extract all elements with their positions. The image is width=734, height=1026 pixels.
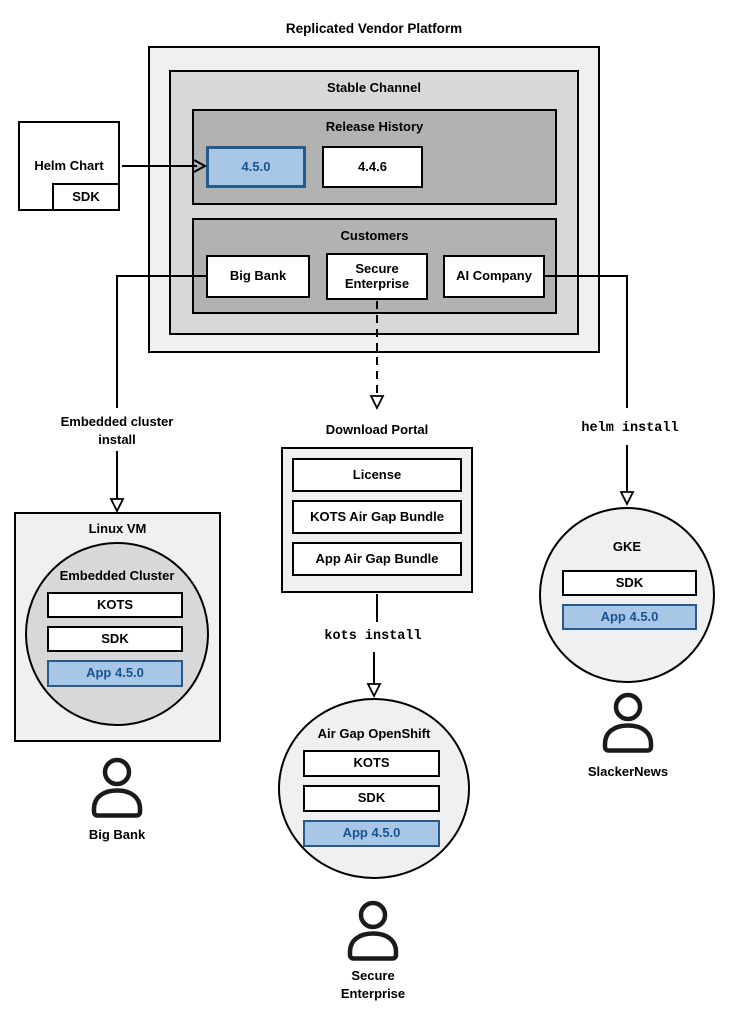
helm-chart-sdk-box: SDK	[52, 183, 120, 211]
portal-item-kots-airgap-bundle: KOTS Air Gap Bundle	[292, 500, 462, 534]
linux-vm-kots-box: KOTS	[47, 592, 183, 618]
embedded-install-label: Embedded cluster install	[42, 413, 192, 449]
portal-item-license: License	[292, 458, 462, 492]
person-icon	[602, 692, 654, 753]
linux-vm-label: Linux VM	[88, 521, 147, 536]
embedded-install-line2: install	[98, 432, 136, 448]
customers-label: Customers	[340, 228, 409, 243]
slackernews-user-icon	[600, 692, 656, 759]
slackernews-user-label: SlackerNews	[587, 764, 669, 779]
portal-item-app-airgap-bundle: App Air Gap Bundle	[292, 542, 462, 576]
release-box-previous: 4.4.6	[322, 146, 423, 188]
linux-vm-sdk-box: SDK	[47, 626, 183, 652]
secure-enterprise-user-icon	[345, 900, 401, 967]
arrowhead-helm-install	[619, 491, 635, 507]
release-box-current: 4.5.0	[206, 146, 306, 188]
arrowhead-kots-install	[366, 683, 382, 699]
openshift-sdk-box: SDK	[303, 785, 440, 812]
linux-vm-app-box: App 4.5.0	[47, 660, 183, 687]
embedded-install-line1: Embedded cluster	[60, 414, 174, 429]
stable-channel-label: Stable Channel	[327, 80, 421, 95]
customer-box-big-bank: Big Bank	[206, 255, 310, 298]
gke-sdk-box: SDK	[562, 570, 697, 596]
gke-label: GKE	[612, 539, 642, 554]
helm-install-label: helm install	[581, 421, 679, 436]
gke-app-box: App 4.5.0	[562, 604, 697, 630]
person-icon	[91, 757, 143, 818]
secure-user-line2: Enterprise	[340, 986, 406, 1002]
customer-box-secure-enterprise: Secure Enterprise	[326, 253, 428, 300]
secure-user-line1: Secure	[351, 968, 395, 983]
embedded-cluster-label: Embedded Cluster	[59, 568, 175, 583]
diagram-title: Replicated Vendor Platform	[285, 21, 463, 36]
secure-enterprise-user-label: Secure Enterprise	[313, 967, 433, 1003]
big-bank-user-label: Big Bank	[88, 827, 146, 842]
arrowhead-secure-dashed	[369, 395, 385, 411]
release-history-label: Release History	[325, 119, 424, 134]
customer-box-ai-company: AI Company	[443, 255, 545, 298]
big-bank-user-icon	[89, 757, 145, 824]
openshift-app-box: App 4.5.0	[303, 820, 440, 847]
kots-install-label: kots install	[324, 629, 422, 644]
download-portal-label: Download Portal	[325, 422, 429, 437]
openshift-kots-box: KOTS	[303, 750, 440, 777]
arrowhead-embedded-install	[109, 498, 125, 514]
openshift-label: Air Gap OpenShift	[317, 726, 431, 741]
person-icon	[347, 900, 399, 961]
